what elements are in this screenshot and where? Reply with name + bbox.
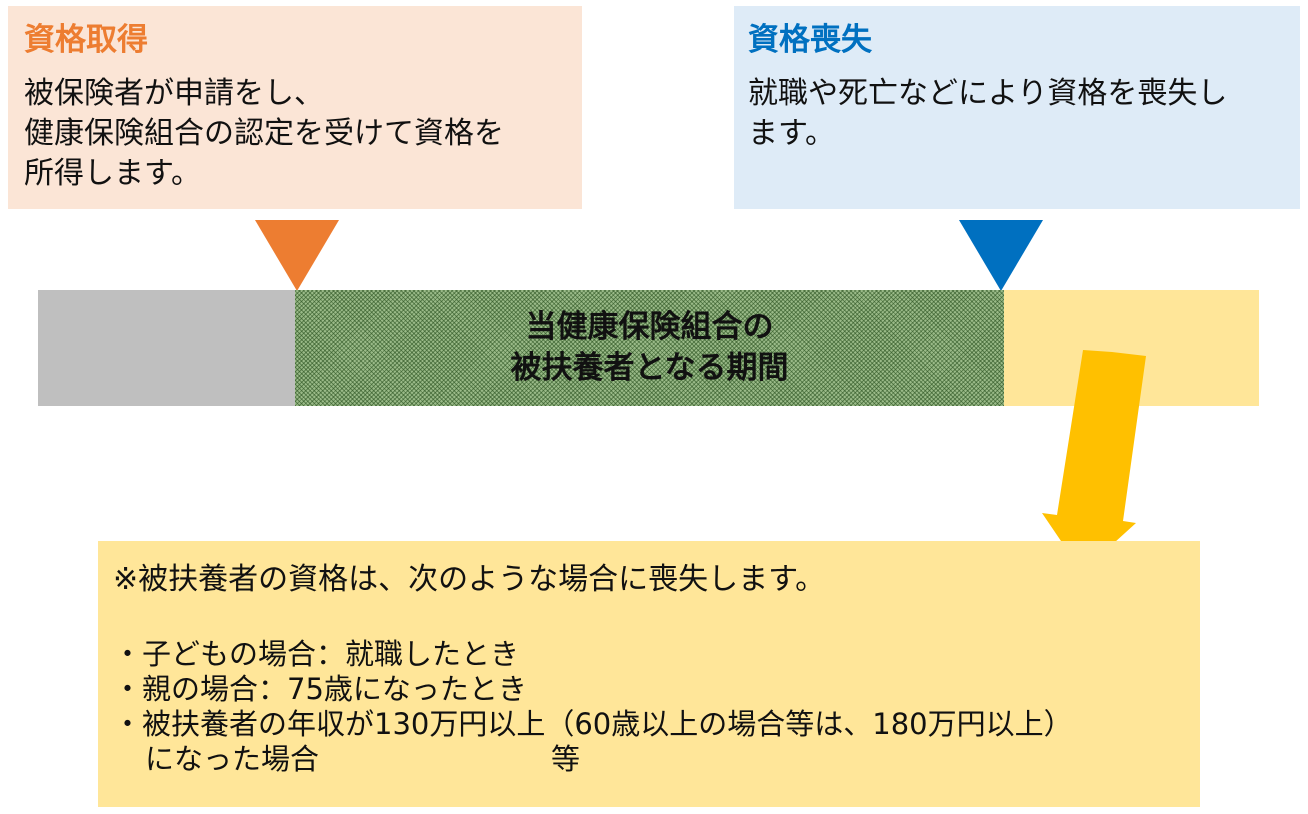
note-box: ※被扶養者の資格は、次のような場合に喪失します。 ・子どもの場合：就職したとき …	[98, 541, 1200, 807]
acquisition-box: 資格取得 被保険者が申請をし、 健康保険組合の認定を受けて資格を 所得します。	[8, 6, 582, 209]
period-label: 当健康保険組合の 被扶養者となる期間	[510, 307, 788, 389]
down-arrow-icon	[1042, 350, 1146, 572]
down-arrow-shape	[1042, 350, 1146, 572]
note-item: ・被扶養者の年収が130万円以上（60歳以上の場合等は、180万円以上）	[113, 707, 1073, 741]
period-label-line: 当健康保険組合の	[525, 309, 774, 345]
acquisition-marker-triangle-icon	[255, 220, 339, 291]
note-item: ・子どもの場合：就職したとき	[113, 637, 520, 671]
loss-line: 就職や死亡などにより資格を喪失し	[748, 76, 1228, 111]
period-label-line: 被扶養者となる期間	[510, 350, 789, 386]
timeline-before-segment	[38, 290, 295, 406]
note-item-continuation: になった場合 等	[145, 742, 581, 776]
loss-marker-triangle-icon	[959, 220, 1043, 291]
acquisition-line: 健康保険組合の認定を受けて資格を	[24, 116, 504, 151]
loss-line: ます。	[748, 116, 835, 151]
acquisition-line: 被保険者が申請をし、	[24, 76, 324, 111]
loss-description: 就職や死亡などにより資格を喪失し ます。	[748, 74, 1300, 154]
timeline-dependent-period-segment: 当健康保険組合の 被扶養者となる期間	[295, 290, 1004, 406]
acquisition-description: 被保険者が申請をし、 健康保険組合の認定を受けて資格を 所得します。	[24, 74, 582, 194]
acquisition-title: 資格取得	[24, 22, 148, 58]
acquisition-line: 所得します。	[24, 156, 201, 191]
note-item: ・親の場合：75歳になったとき	[113, 672, 527, 706]
loss-title: 資格喪失	[748, 22, 872, 58]
note-intro: ※被扶養者の資格は、次のような場合に喪失します。	[113, 562, 826, 597]
loss-box: 資格喪失 就職や死亡などにより資格を喪失し ます。	[734, 6, 1300, 209]
